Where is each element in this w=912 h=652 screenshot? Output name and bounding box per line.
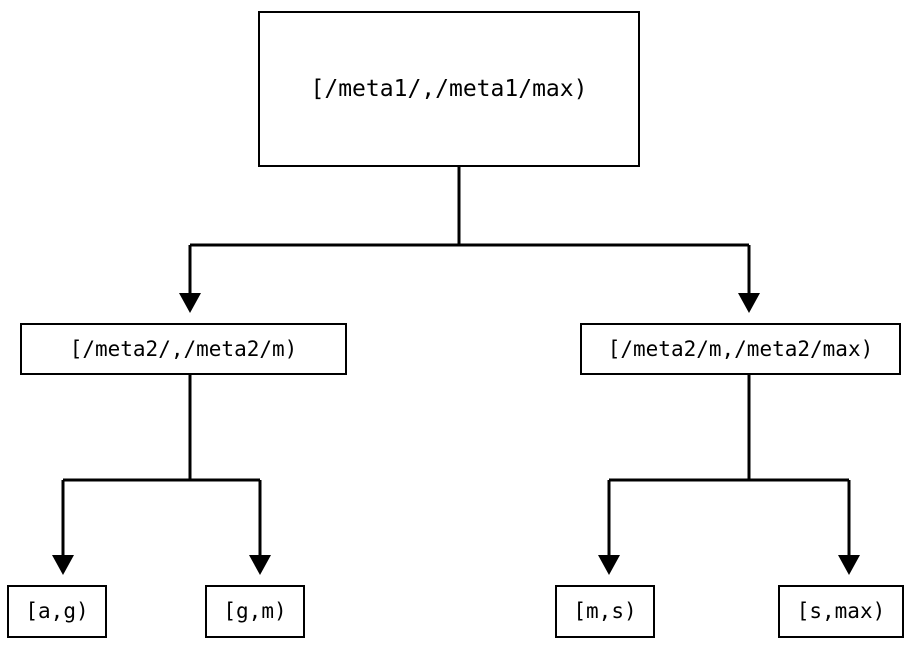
tree-node-mid-left-label: [/meta2/,/meta2/m)	[69, 336, 298, 361]
tree-node-leaf-2[interactable]: [g,m)	[205, 585, 305, 638]
arrowhead-to-leaf-1	[52, 555, 74, 575]
arrowhead-to-leaf-3	[598, 555, 620, 575]
tree-node-leaf-1-label: [a,g)	[25, 599, 89, 623]
tree-node-mid-right-label: [/meta2/m,/meta2/max)	[607, 336, 874, 361]
tree-node-leaf-2-label: [g,m)	[223, 599, 287, 623]
tree-node-mid-left[interactable]: [/meta2/,/meta2/m)	[20, 323, 347, 375]
tree-node-leaf-3[interactable]: [m,s)	[555, 585, 655, 638]
tree-node-mid-right[interactable]: [/meta2/m,/meta2/max)	[580, 323, 901, 375]
arrowhead-to-mid-right	[738, 293, 760, 313]
tree-node-root-label: [/meta1/,/meta1/max)	[310, 75, 588, 102]
arrowhead-to-leaf-4	[838, 555, 860, 575]
tree-node-leaf-3-label: [m,s)	[573, 599, 637, 623]
tree-node-root[interactable]: [/meta1/,/meta1/max)	[258, 11, 640, 167]
arrowhead-to-leaf-2	[249, 555, 271, 575]
tree-node-leaf-4-label: [s,max)	[796, 599, 886, 623]
tree-node-leaf-4[interactable]: [s,max)	[778, 585, 904, 638]
tree-node-leaf-1[interactable]: [a,g)	[7, 585, 107, 638]
arrowhead-to-mid-left	[179, 293, 201, 313]
